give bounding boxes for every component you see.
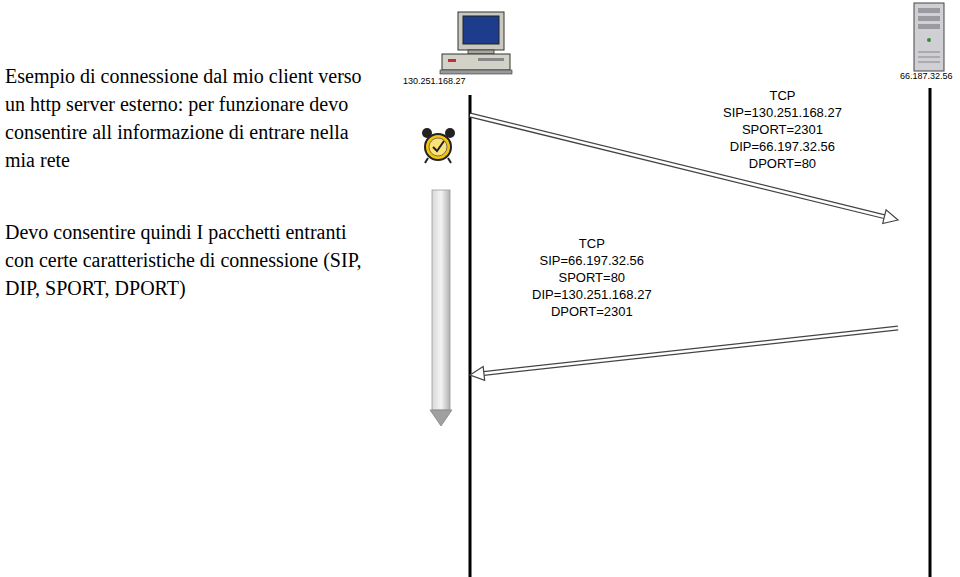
packet-fields: TCP SIP=66.197.32.56 SPORT=80 DIP=130.25… [530,235,654,320]
packet-arrow [470,328,898,380]
note-text: Devo consentire quindi I pacchetti entra… [5,218,370,302]
host-node: 66.187.32.56 [898,71,957,82]
server-lifeline [929,88,932,577]
computer-icon [440,12,512,74]
ip-address: 130.251.168.27 [401,76,470,87]
ip-address: 66.187.32.56 [898,71,957,82]
note-text: Esempio di connessione dal mio client ve… [5,62,370,174]
packet-fields: TCP SIP=130.251.168.27 SPORT=2301 DIP=66… [721,87,844,172]
time-bar [430,190,452,426]
client-lifeline [469,95,472,577]
alarm-clock-icon [422,128,455,163]
server-icon [914,3,944,71]
host-node: 130.251.168.27 [401,76,470,87]
